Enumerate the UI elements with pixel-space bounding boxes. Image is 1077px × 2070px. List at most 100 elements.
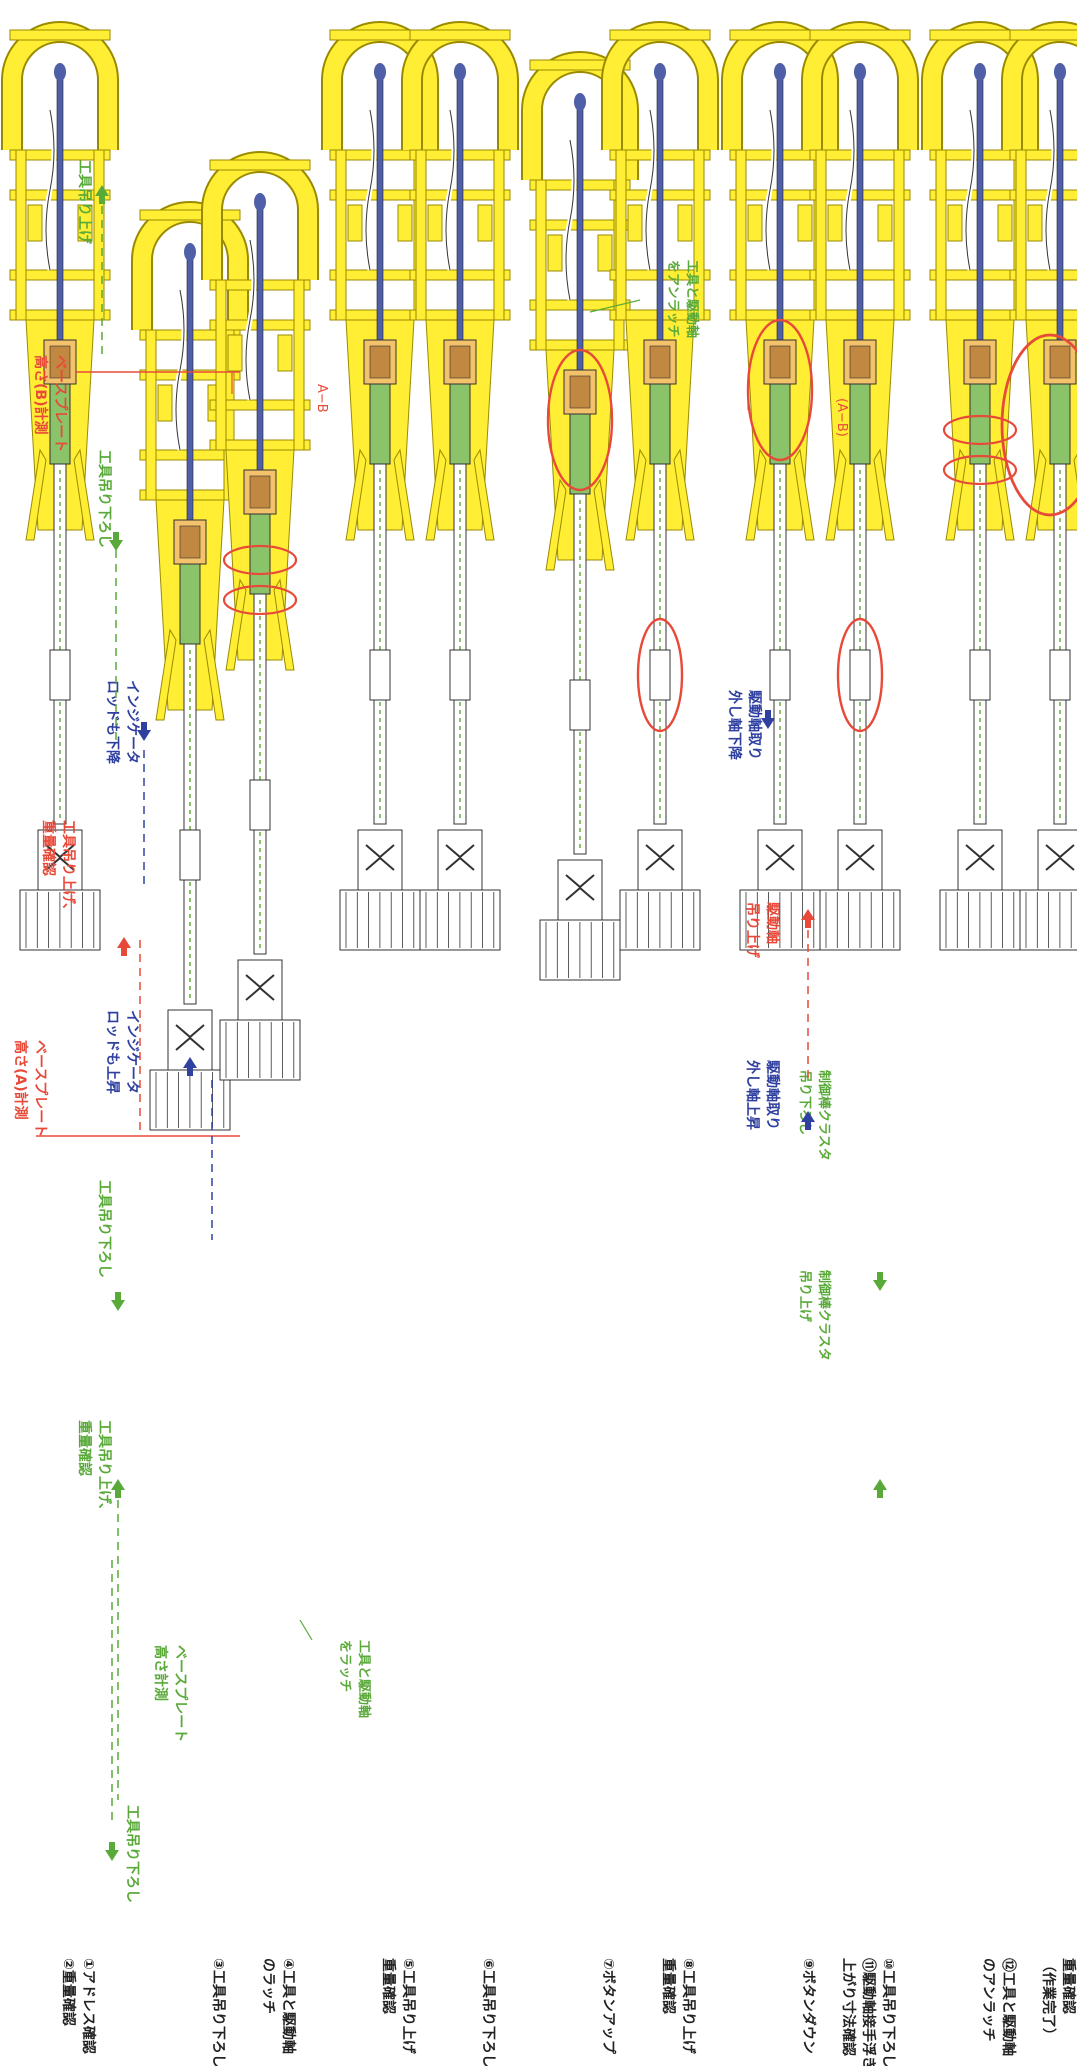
driveshaft (773, 463, 787, 825)
frame-block (77, 204, 93, 242)
cluster-hub (437, 829, 483, 891)
arrow-down-s6-stem (115, 1292, 121, 1300)
cluster-vanes (965, 844, 995, 871)
annotation-s4-latch-text: 工具と駆動軸 (356, 1640, 372, 1718)
step-caption-s4-text: ④工具と駆動軸 (280, 1958, 297, 2054)
cluster-vanes (365, 844, 395, 871)
cluster-hub (637, 829, 683, 891)
leader-s4 (299, 1619, 313, 1641)
cable-edge (1045, 109, 1055, 271)
frame-rail-left (935, 149, 947, 321)
latch-finger (745, 448, 767, 541)
arrow-up-s8-stem (121, 948, 127, 956)
frame-block (827, 204, 843, 242)
frame-block (747, 204, 763, 242)
arrow-down-s3-stem (109, 1842, 115, 1850)
annotation-s6-lower-text: 工具吊り下ろし (96, 1180, 112, 1278)
annotation-s7-bp-a-text: ベースプレート (32, 1040, 48, 1137)
highlight-circle (836, 617, 884, 733)
latch-finger (625, 448, 647, 541)
tool-unit-s6 (401, 21, 519, 951)
annotation-s8-shaft-text: 駆動軸 (764, 902, 781, 944)
latch-finger (25, 448, 47, 541)
annotation-s10-lower-text: 工具吊り下ろし (96, 450, 112, 548)
tool-unit-s1 (0, 21, 119, 951)
annotation-s8-lift-text: 重量確認 (40, 820, 57, 876)
driveshaft (853, 463, 867, 825)
cable-edge (245, 239, 255, 401)
annotation-s5-cluster-text: 制御棒クラスタ (816, 1270, 832, 1361)
frame-rail-right (893, 149, 905, 321)
tool-unit-s5 (321, 21, 439, 951)
frame-rail-left (15, 149, 27, 321)
annotation-s3-bp-text: 高さ計測 (152, 1645, 169, 1701)
shaft-joint (969, 649, 991, 701)
frame-rail-left (535, 179, 547, 351)
tool-unit-s3 (131, 201, 249, 1131)
arrow-down-shaft-s9 (761, 718, 775, 729)
annotation-s7-indicator-text: インジケータ (124, 1010, 140, 1094)
frame-plate (209, 159, 311, 171)
cluster-vanes (1045, 844, 1075, 871)
arrow-up-cluster-s5 (873, 1479, 887, 1490)
driveshaft (453, 463, 467, 825)
annotation-s8-lift: 工具吊り上げ、重量確認 (40, 820, 76, 917)
label-a-minus-b: A−B (314, 384, 329, 413)
frame-rail-left (615, 149, 627, 321)
frame-block (597, 234, 613, 272)
highlight-circle (222, 544, 298, 576)
step-caption-s9: ⑨ボタンダウン (800, 1958, 817, 2054)
arrow-up-shaft-s7 (801, 1111, 815, 1122)
cluster-vanes (645, 844, 675, 871)
indicator-rod-tip (774, 63, 786, 81)
step-caption-s6-text: ⑥工具吊り下ろし (480, 1958, 496, 2066)
gripper-core (769, 345, 791, 379)
arrow-up-s12 (95, 185, 109, 196)
step-caption-s1-text: ②重量確認 (60, 1958, 77, 2026)
cable-edge (565, 139, 575, 301)
step-caption-s5-text: 重量確認 (380, 1958, 397, 2014)
annotation-s4-latch-text: をラッチ (337, 1640, 352, 1692)
frame-rail-right (293, 279, 305, 451)
step-caption-s10-text: ⑩工具吊り下ろし (880, 1958, 896, 2066)
annotation-s9-shaft-text: 外し軸下降 (726, 690, 743, 761)
highlight-circle (546, 348, 614, 492)
frame-block (227, 334, 243, 372)
driveshaft-head (849, 383, 871, 465)
cable-edge (645, 109, 655, 271)
driveshaft (373, 463, 387, 825)
highlight-circle (636, 617, 684, 733)
latch-finger (593, 478, 615, 571)
frame-rail-right (693, 149, 705, 321)
frame-rail-right (493, 149, 505, 321)
annotation-s8-lift-text: 工具吊り上げ、 (60, 820, 76, 917)
annotation-s8-shaft-text: 吊り上げ (744, 902, 760, 959)
label-a-minus-b-bottom: (A−B) (834, 398, 849, 437)
highlight-circle (1000, 333, 1077, 517)
driveshaft-head (569, 413, 591, 495)
driveshaft-head (249, 513, 271, 595)
step-caption-s10-text: 上がり寸法確認 (840, 1958, 857, 2056)
highlight-circle (222, 584, 298, 616)
latch-finger (545, 478, 567, 571)
arrow-down-shaft-s9-stem (765, 710, 771, 718)
driveshaft (253, 593, 267, 955)
gripper-core (569, 375, 591, 409)
gripper-core (179, 525, 201, 559)
latch-finger (1073, 454, 1077, 484)
cluster-vanes (565, 874, 595, 901)
cable-edge (765, 109, 775, 271)
step-caption-s6: ⑥工具吊り下ろし (480, 1958, 496, 2068)
step-caption-s10-text: ⑪駆動軸接手浮き (860, 1958, 877, 2066)
step-caption-s3-text: ③工具吊り下ろし (210, 1958, 226, 2066)
step-caption-s5-text: ⑤工具吊り上げ (400, 1958, 416, 2055)
